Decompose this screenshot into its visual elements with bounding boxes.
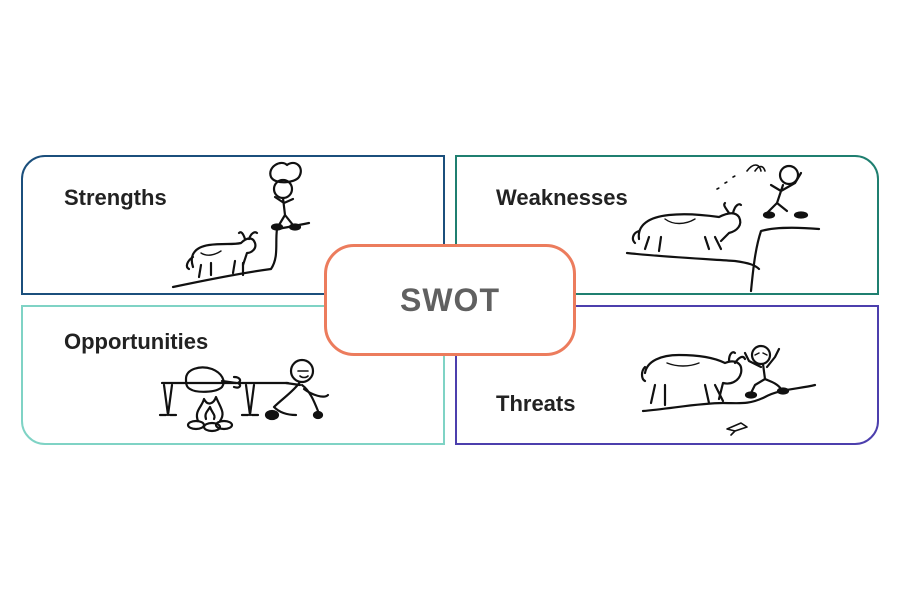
weaknesses-label: Weaknesses <box>496 185 628 210</box>
threats-label: Threats <box>496 391 576 416</box>
strengths-illustration-icon <box>171 161 311 289</box>
swot-title: SWOT <box>400 281 500 318</box>
strengths-label: Strengths <box>64 185 167 210</box>
threats-illustration-icon <box>640 344 817 436</box>
opportunities-label: Opportunities <box>64 329 209 354</box>
swot-center-box: SWOT <box>324 244 576 356</box>
strengths-box: Strengths <box>21 155 445 295</box>
opportunities-illustration-icon <box>158 358 330 433</box>
weaknesses-illustration-icon <box>625 164 821 293</box>
